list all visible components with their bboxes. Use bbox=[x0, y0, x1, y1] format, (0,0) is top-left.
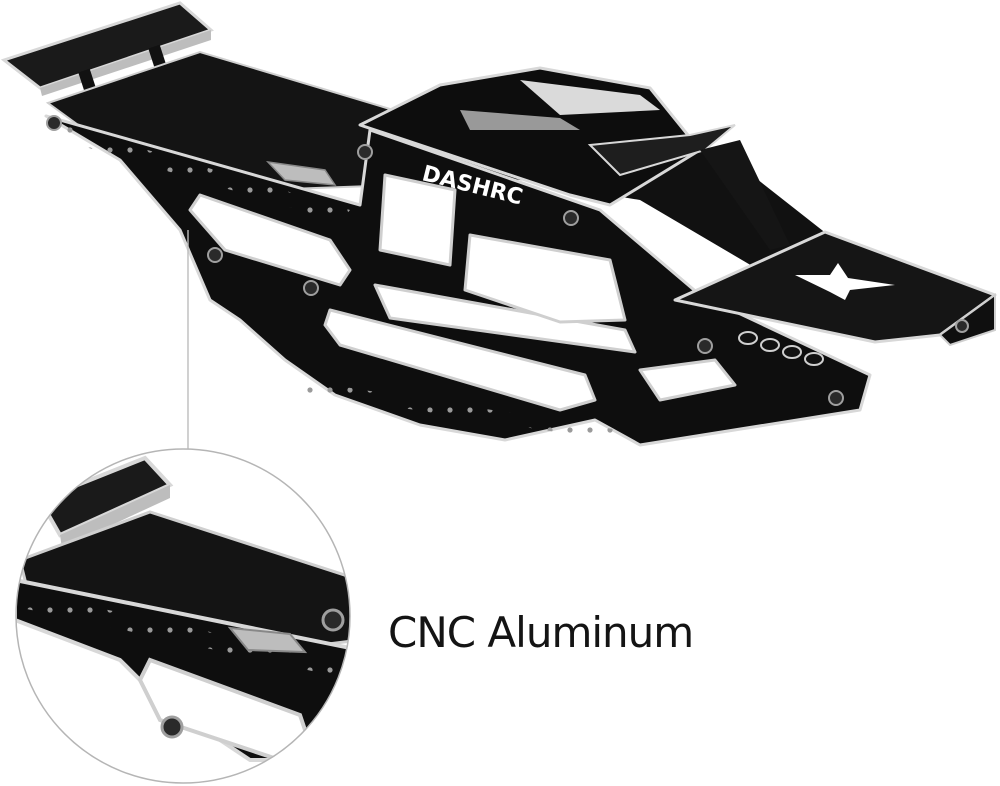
rear-wing bbox=[0, 1, 214, 98]
front-plate bbox=[673, 230, 997, 347]
front-rivets bbox=[738, 331, 824, 366]
zoom-detail bbox=[16, 449, 350, 783]
chassis-frame: DASHRC bbox=[0, 1, 997, 447]
rail-cutouts bbox=[188, 173, 737, 412]
zoom-circle-border bbox=[15, 448, 351, 784]
material-caption: CNC Aluminum bbox=[388, 608, 694, 657]
chassis-screws bbox=[46, 115, 844, 406]
servo-bracket bbox=[265, 160, 337, 186]
cab-roof bbox=[358, 66, 790, 250]
